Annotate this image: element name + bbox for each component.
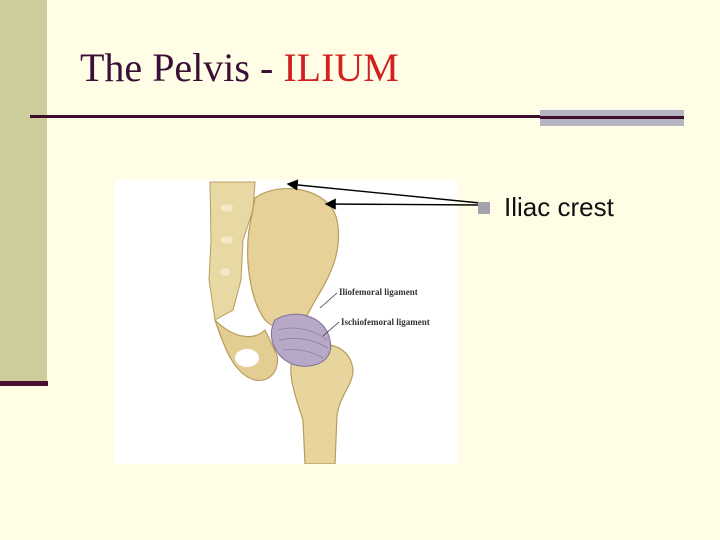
bullet-text: Iliac crest <box>504 192 614 222</box>
bullet-item: Iliac crest <box>478 192 614 223</box>
title-underline <box>30 115 540 118</box>
ilium-shape <box>247 187 339 330</box>
pelvis-illustration: Iliofemoral ligament Ischiofemoral ligam… <box>115 180 457 464</box>
arrow-to-iliac-crest-side <box>324 198 481 210</box>
label-iliofemoral-ligament: Iliofemoral ligament <box>339 287 418 297</box>
arrow-to-iliac-crest-top <box>286 179 481 204</box>
ligament-capsule-shape <box>270 313 332 367</box>
slide-title: The Pelvis - ILIUM <box>80 44 399 92</box>
slide-title-accent: ILIUM <box>283 45 399 90</box>
decorative-sidebar <box>0 0 47 382</box>
square-bullet-icon <box>478 201 490 214</box>
sacrum-shape <box>208 181 256 321</box>
decorative-sidebar-foot <box>0 381 48 386</box>
label-ischiofemoral-ligament: Ischiofemoral ligament <box>341 317 430 327</box>
slide-title-main: The Pelvis - <box>80 45 284 90</box>
title-underline-accent <box>540 110 684 126</box>
